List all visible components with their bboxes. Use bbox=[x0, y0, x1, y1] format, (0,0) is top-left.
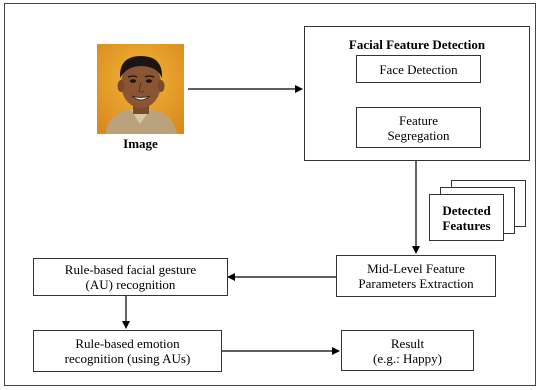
face-photo bbox=[97, 44, 184, 134]
group-title: Facial Feature Detection bbox=[348, 37, 486, 52]
mid-level-extraction-box: Mid-Level Feature Parameters Extraction bbox=[336, 255, 496, 297]
image-caption: Image bbox=[123, 136, 158, 151]
emotion-recognition-box: Rule-based emotion recognition (using AU… bbox=[33, 330, 222, 372]
detected-features-box: Detected Features bbox=[429, 194, 504, 241]
feature-segregation-box: Feature Segregation bbox=[356, 107, 481, 148]
au-recognition-box: Rule-based facial gesture (AU) recogniti… bbox=[33, 258, 228, 296]
face-detection-box: Face Detection bbox=[356, 55, 481, 83]
result-box: Result (e.g.: Happy) bbox=[341, 330, 474, 371]
facial-feature-detection-group: Facial Feature Detection bbox=[304, 26, 530, 161]
